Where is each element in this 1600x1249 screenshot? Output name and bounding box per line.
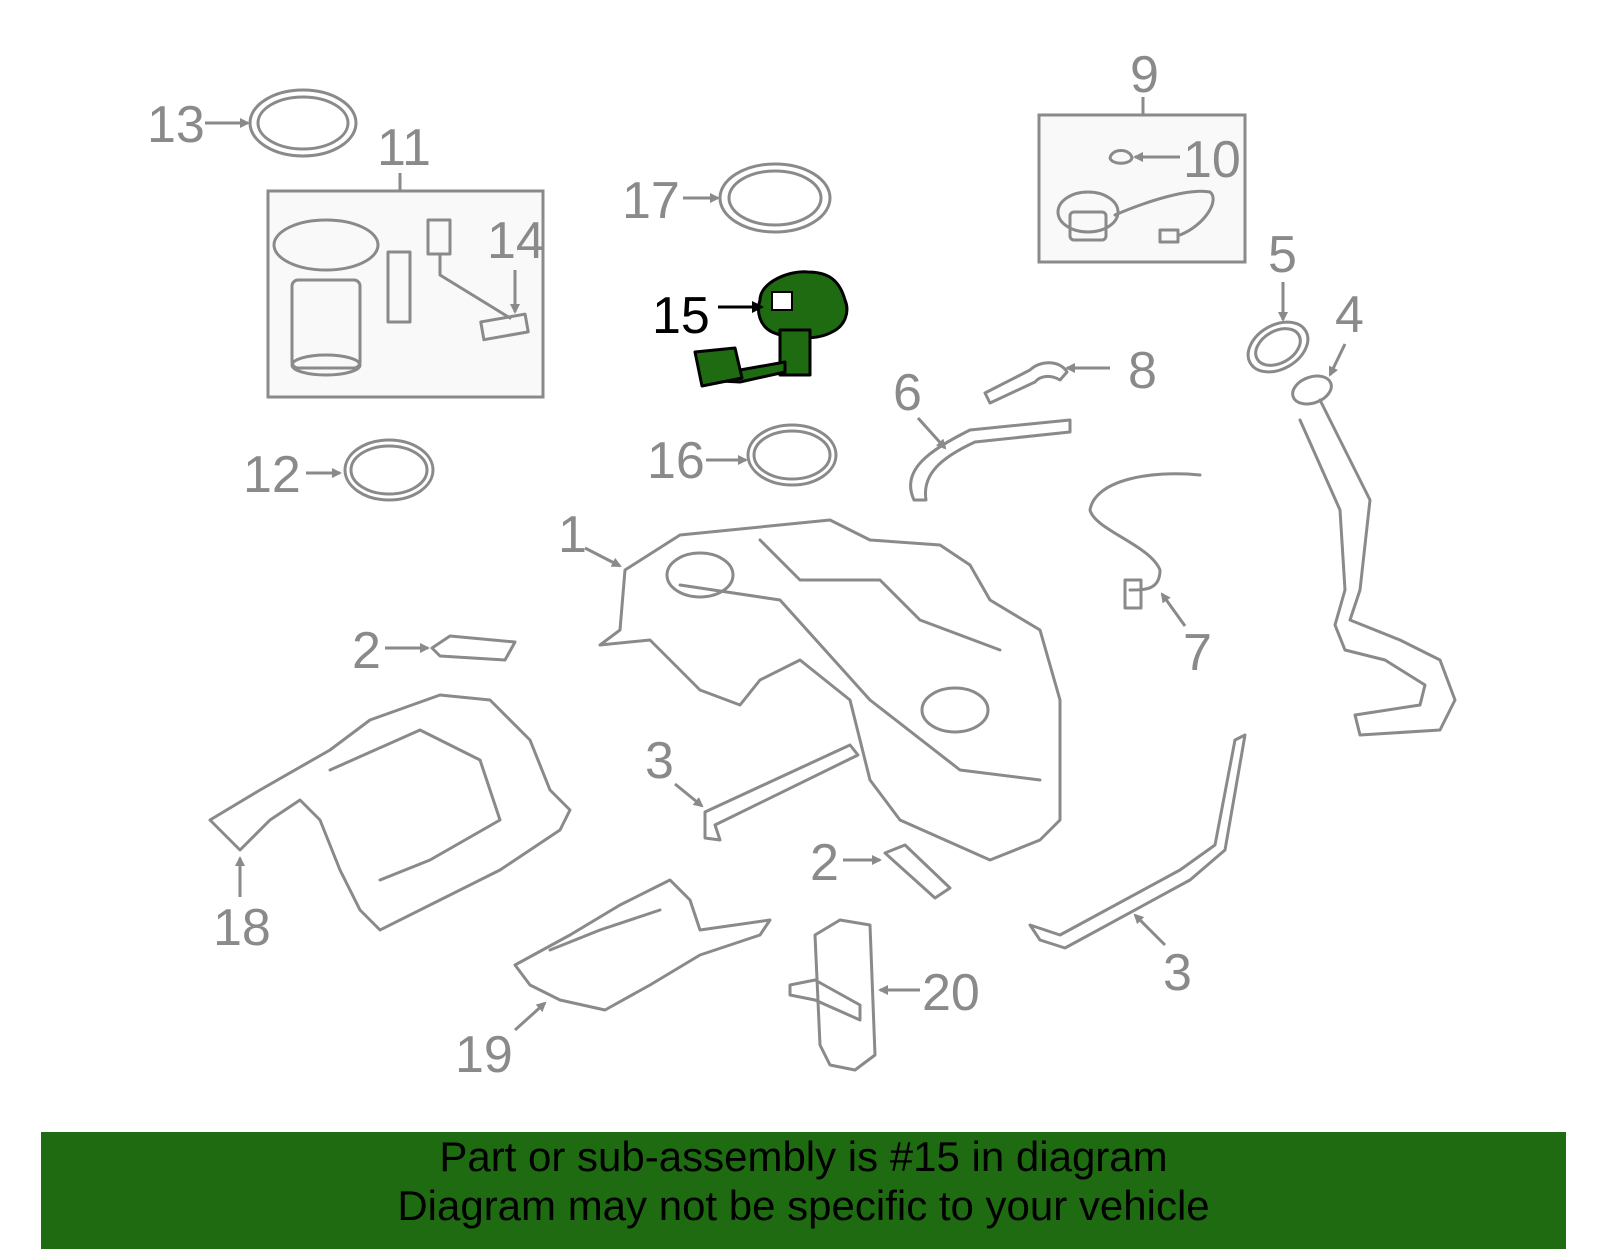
disclaimer-banner: Part or sub-assembly is #15 in diagram D… — [41, 1132, 1566, 1249]
callout-7: 7 — [1183, 624, 1212, 682]
callout-1: 1 — [558, 506, 587, 564]
callout-3a: 3 — [645, 732, 674, 790]
bracket-20 — [788, 918, 877, 1072]
callout-13: 13 — [147, 96, 205, 154]
callout-2b: 2 — [810, 834, 839, 892]
callout-6: 6 — [893, 364, 922, 422]
hose-6 — [909, 418, 1072, 502]
banner-line-2: Diagram may not be specific to your vehi… — [397, 1182, 1210, 1229]
callout-15: 15 — [652, 287, 710, 345]
pad-2a — [430, 634, 517, 662]
banner-line-1: Part or sub-assembly is #15 in diagram — [439, 1133, 1168, 1180]
callout-19: 19 — [455, 1026, 513, 1084]
filler-neck-4 — [1291, 374, 1457, 737]
callout-17: 17 — [622, 172, 680, 230]
callout-12: 12 — [243, 446, 301, 504]
gasket-17 — [718, 162, 832, 234]
callout-10: 10 — [1183, 131, 1241, 189]
strap-3a — [703, 743, 860, 842]
callout-14: 14 — [487, 212, 545, 270]
callout-8: 8 — [1128, 342, 1157, 400]
hose-8 — [983, 361, 1069, 405]
callout-16: 16 — [647, 432, 705, 490]
disclaimer-banner-bg — [41, 1132, 1566, 1249]
vent-line-7 — [1088, 472, 1202, 610]
callout-11: 11 — [377, 119, 431, 177]
gasket-13 — [248, 88, 358, 158]
callout-2a: 2 — [352, 622, 381, 680]
fuel-tank-1 — [598, 518, 1062, 862]
heat-shield-18 — [208, 693, 572, 932]
callout-5: 5 — [1268, 226, 1297, 284]
gasket-12 — [343, 438, 435, 502]
callout-3b: 3 — [1163, 944, 1192, 1002]
seal-ring-5 — [1246, 320, 1310, 374]
callout-20: 20 — [922, 964, 980, 1022]
callout-9: 9 — [1130, 46, 1159, 104]
strap-3b — [1028, 733, 1247, 950]
callout-4: 4 — [1335, 286, 1364, 344]
callout-18: 18 — [213, 899, 271, 957]
fuel-pump-assembly-11 — [266, 189, 545, 399]
sending-unit-kit-9 — [1037, 113, 1247, 264]
pad-2b — [883, 843, 952, 900]
fuel-level-sender-15 — [693, 270, 849, 388]
heat-shield-19 — [513, 878, 772, 1012]
gasket-16 — [746, 423, 838, 487]
